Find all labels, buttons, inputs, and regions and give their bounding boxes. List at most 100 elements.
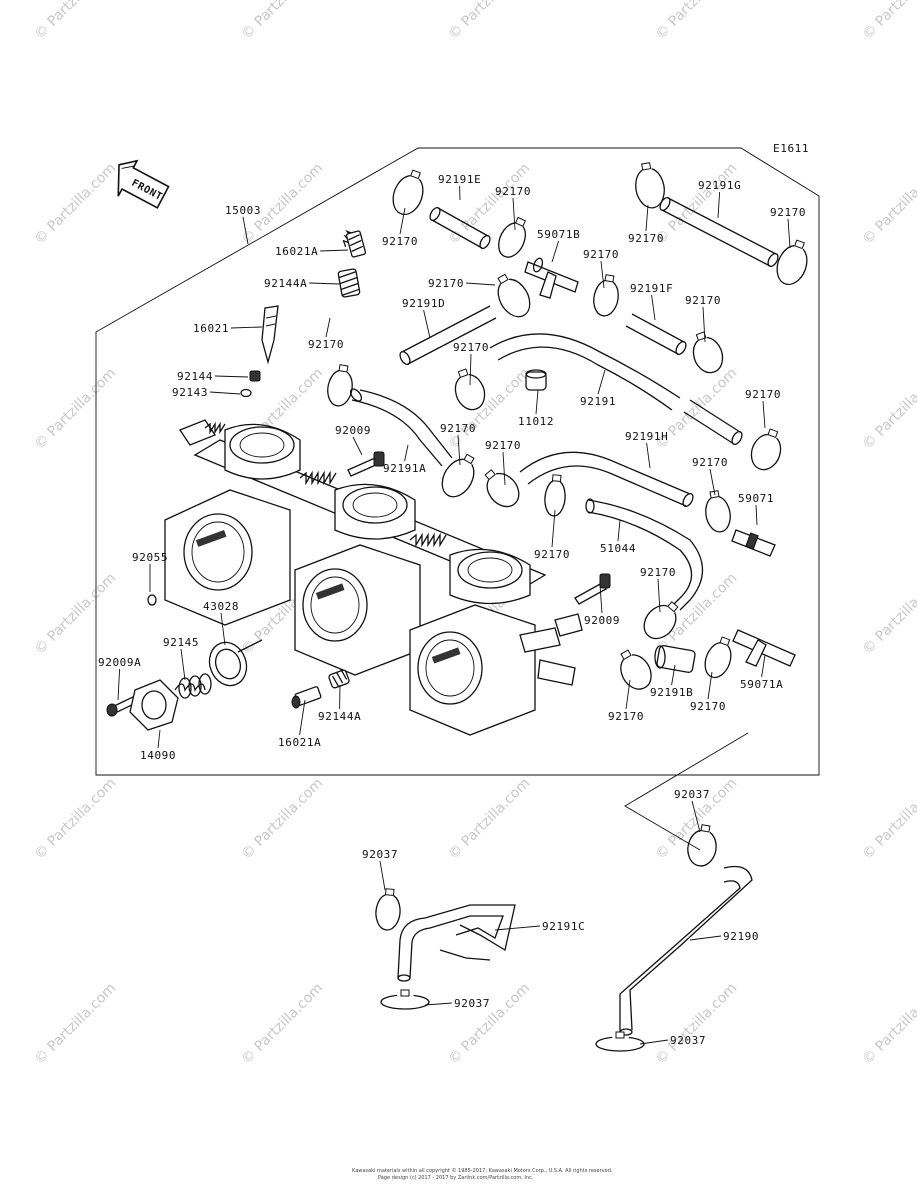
clamp-tab [604, 274, 615, 283]
hose-92191e [429, 206, 491, 250]
part-label-p92170_g[interactable]: 92170 [628, 232, 664, 245]
part-label-p92191G[interactable]: 92191G [698, 179, 741, 192]
part-label-p92170_m[interactable]: 92170 [692, 456, 728, 469]
leader-line-p92191F [651, 294, 656, 321]
part-label-p92170_n[interactable]: 92170 [534, 548, 570, 561]
clamp-band [750, 433, 782, 471]
part-label-p92144A_bot[interactable]: 92144A [318, 710, 361, 723]
part-label-p92170_b[interactable]: 92170 [382, 235, 418, 248]
leader-line-p92170_d [465, 282, 496, 286]
part-label-p92037_b[interactable]: 92037 [362, 848, 398, 861]
hose-connector-line [624, 732, 749, 851]
leader-line-p92170_f [600, 260, 605, 289]
leader-line-p92170_a [325, 317, 331, 338]
leader-line-p59071 [755, 504, 758, 526]
part-label-p92191H[interactable]: 92191H [625, 430, 668, 443]
leader-line-p92170_l [502, 451, 506, 486]
part-label-p92191B[interactable]: 92191B [650, 686, 693, 699]
fitting-59071a [732, 629, 796, 667]
part-label-p92170_o[interactable]: 92170 [640, 566, 676, 579]
clamp-layer [327, 162, 808, 1052]
band-clamp-16 [620, 649, 652, 690]
hose-92191d [399, 305, 497, 366]
clamp-band [380, 994, 430, 1010]
needle-16021 [261, 305, 279, 365]
leader-line-p16021A_top [320, 249, 349, 252]
part-label-p16021A_bot[interactable]: 16021A [278, 736, 321, 749]
band-clamp-18 [687, 824, 717, 867]
leader-line-p16021A_bot [299, 699, 306, 736]
leader-line-p43028 [220, 612, 226, 646]
part-label-p92170_k[interactable]: 92170 [440, 422, 476, 435]
part-label-p92191[interactable]: 92191 [580, 395, 616, 408]
part-label-p16021[interactable]: 16021 [193, 322, 229, 335]
part-label-p92170_h[interactable]: 92170 [770, 206, 806, 219]
clamp-tab [400, 989, 410, 997]
part-label-p92170_a[interactable]: 92170 [308, 338, 344, 351]
clamp-band [595, 1036, 645, 1052]
band-clamp-9 [593, 274, 619, 317]
bolt-92009-mid [574, 573, 611, 605]
part-label-p92170_l[interactable]: 92170 [485, 439, 521, 452]
part-label-p92009_mid[interactable]: 92009 [584, 614, 620, 627]
leader-line-p92170_o [657, 578, 661, 613]
clamp-band [486, 472, 520, 508]
leader-line-p92009_mid [599, 584, 603, 614]
part-label-p16021A_top[interactable]: 16021A [275, 245, 318, 258]
part-label-p92170_i[interactable]: 92170 [685, 294, 721, 307]
part-label-p92144[interactable]: 92144 [177, 370, 213, 383]
band-clamp-20 [380, 989, 430, 1010]
part-label-p92037_c[interactable]: 92037 [454, 997, 490, 1010]
part-label-p92170_d[interactable]: 92170 [428, 277, 464, 290]
watermark-text-30: © Partzilla.com [860, 980, 917, 1068]
watermark-text-15: © Partzilla.com [860, 365, 917, 453]
part-label-p92037_d[interactable]: 92037 [670, 1034, 706, 1047]
part-label-p92170_q[interactable]: 92170 [690, 700, 726, 713]
spring-92145 [174, 673, 212, 699]
part-label-p92170_c[interactable]: 92170 [495, 185, 531, 198]
clamp-band [643, 604, 677, 640]
part-label-p92190[interactable]: 92190 [723, 930, 759, 943]
watermark-text-6: © Partzilla.com [32, 160, 120, 248]
part-label-p92037_a[interactable]: 92037 [674, 788, 710, 801]
part-label-p92009_top[interactable]: 92009 [335, 424, 371, 437]
band-clamp-11 [776, 239, 808, 285]
part-label-p92191E[interactable]: 92191E [438, 173, 481, 186]
band-clamp-21 [595, 1031, 645, 1052]
clamp-tab [794, 239, 805, 250]
clamp-tab [384, 888, 395, 896]
part-label-p92191D[interactable]: 92191D [402, 297, 445, 310]
part-label-p11012[interactable]: 11012 [518, 415, 554, 428]
watermark-text-16: © Partzilla.com [32, 570, 120, 658]
part-label-p43028[interactable]: 43028 [203, 600, 239, 613]
part-label-p92145[interactable]: 92145 [163, 636, 199, 649]
part-labels: 1500316021A92144A16021921449214392170921… [98, 173, 806, 1047]
part-label-p51044[interactable]: 51044 [600, 542, 636, 555]
part-label-p14090[interactable]: 14090 [140, 749, 176, 762]
part-label-p92170_p[interactable]: 92170 [608, 710, 644, 723]
part-label-p92170_f[interactable]: 92170 [583, 248, 619, 261]
part-label-p59071B[interactable]: 59071B [537, 228, 580, 241]
part-label-p92055[interactable]: 92055 [132, 551, 168, 564]
part-label-p92191A[interactable]: 92191A [383, 462, 426, 475]
clamp-tab [700, 824, 711, 833]
part-label-p92191F[interactable]: 92191F [630, 282, 673, 295]
hose-92191c [397, 904, 516, 982]
part-label-p59071[interactable]: 59071 [738, 492, 774, 505]
part-label-p92170_j[interactable]: 92170 [745, 388, 781, 401]
clamp-tab [667, 601, 679, 613]
clamp-band [454, 373, 486, 411]
part-label-p59071A[interactable]: 59071A [740, 678, 783, 691]
watermark-layer: © Partzilla.com © Partzilla.com © Partzill… [32, 0, 917, 1068]
part-label-p15003[interactable]: 15003 [225, 204, 261, 217]
part-label-p92191C[interactable]: 92191C [542, 920, 585, 933]
carburetor-body-2 [294, 483, 421, 676]
part-label-p92144A_top[interactable]: 92144A [264, 277, 307, 290]
part-label-p92143[interactable]: 92143 [172, 386, 208, 399]
part-label-p92009A[interactable]: 92009A [98, 656, 141, 669]
part-label-p92170_e[interactable]: 92170 [453, 341, 489, 354]
hose-51044 [585, 498, 703, 611]
bolt-92009-top [347, 451, 385, 477]
leader-line-p92037_a [691, 800, 701, 833]
